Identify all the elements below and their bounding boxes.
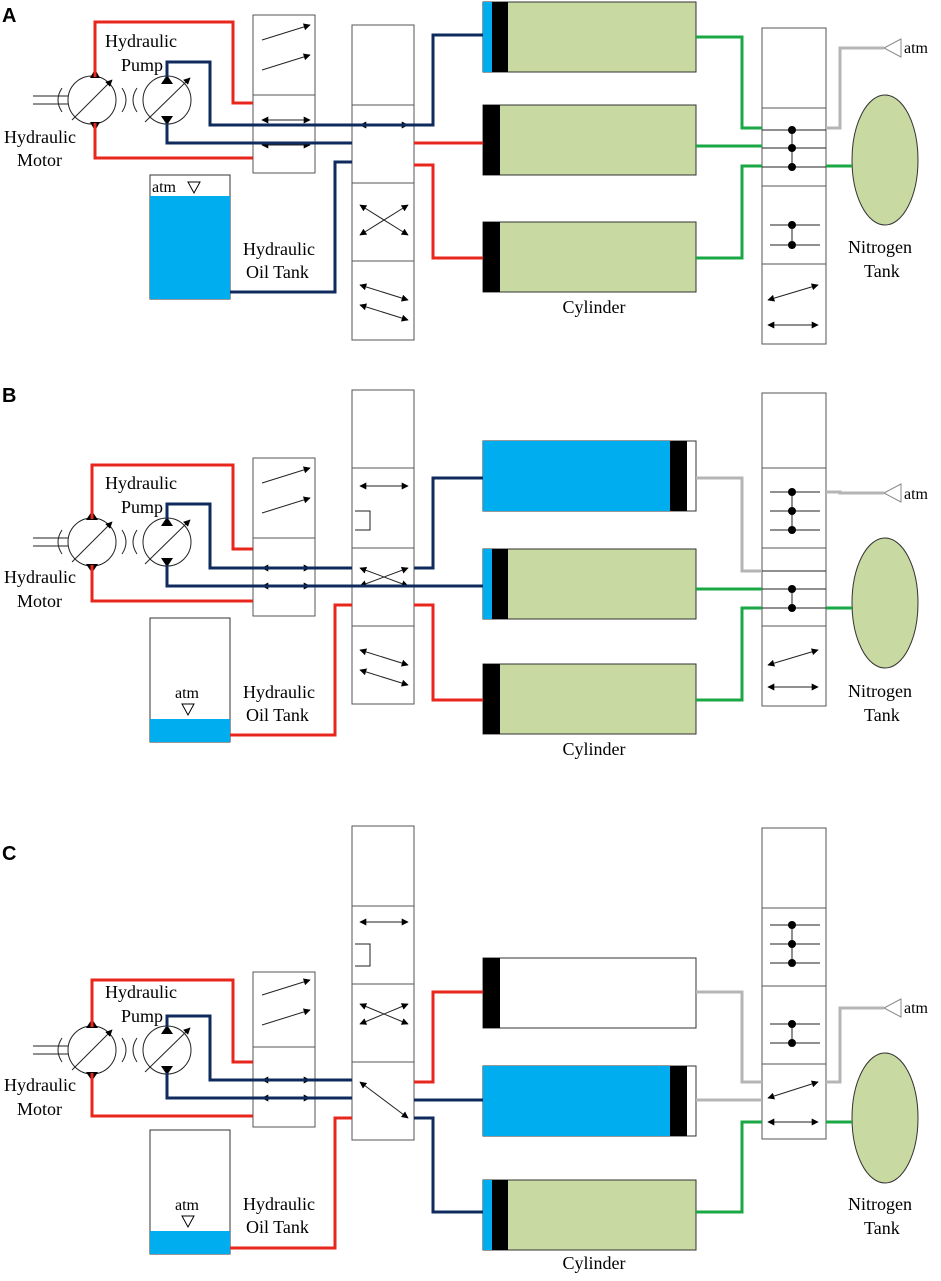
svg-text:Nitrogen: Nitrogen <box>848 237 912 257</box>
cylinder-1 <box>482 957 697 1029</box>
hydraulic-motor-icon <box>33 69 127 131</box>
panel-c: C <box>2 825 929 1273</box>
hydraulic-pump-icon <box>132 517 192 567</box>
cylinder-selector-valve <box>351 24 415 341</box>
nitrogen-valve <box>761 827 827 1140</box>
svg-text:Hydraulic: Hydraulic <box>4 127 76 147</box>
cylinder-3 <box>482 663 697 735</box>
svg-text:atm: atm <box>175 685 200 702</box>
cylinder-3 <box>482 221 697 293</box>
svg-text:Tank: Tank <box>864 261 900 281</box>
cylinder-2 <box>482 104 697 176</box>
cylinder-selector-valve <box>351 825 415 1141</box>
svg-text:atm: atm <box>904 40 929 57</box>
svg-text:Motor: Motor <box>17 591 62 611</box>
svg-text:Oil Tank: Oil Tank <box>246 1217 309 1237</box>
svg-text:Tank: Tank <box>864 1218 900 1238</box>
pump-directional-valve <box>252 14 316 174</box>
panel-b-label: B <box>2 385 16 407</box>
svg-text:Pump: Pump <box>121 497 163 517</box>
hydraulic-oil-tank: atm <box>149 174 231 300</box>
atm-vent-icon <box>882 998 902 1018</box>
panel-a: A <box>2 1 929 345</box>
pump-directional-valve <box>252 971 316 1128</box>
svg-text:Hydraulic: Hydraulic <box>243 682 315 702</box>
svg-text:Oil Tank: Oil Tank <box>246 262 309 282</box>
svg-text:Hydraulic: Hydraulic <box>105 982 177 1002</box>
hydraulic-pump-icon <box>132 1025 192 1075</box>
svg-text:atm: atm <box>904 1000 929 1017</box>
cylinder-selector-valve <box>351 389 415 705</box>
nitrogen-tank <box>851 1052 919 1184</box>
svg-text:Motor: Motor <box>17 150 62 170</box>
svg-text:Nitrogen: Nitrogen <box>848 681 912 701</box>
nitrogen-tank <box>851 537 919 669</box>
cylinder-3 <box>482 1179 697 1251</box>
cylinder-1 <box>482 440 697 512</box>
svg-text:Pump: Pump <box>121 55 163 75</box>
svg-text:Tank: Tank <box>864 705 900 725</box>
cylinder-2 <box>482 548 697 620</box>
hydraulic-oil-tank: atm <box>149 1129 231 1255</box>
svg-text:atm: atm <box>175 1197 200 1214</box>
nitrogen-tank <box>851 94 919 226</box>
pump-directional-valve <box>252 457 316 617</box>
svg-text:Motor: Motor <box>17 1099 62 1119</box>
nitrogen-valve <box>761 392 827 707</box>
hydraulic-pump-icon <box>132 75 192 125</box>
cylinder-2 <box>482 1065 697 1137</box>
nitrogen-valve <box>761 27 827 345</box>
svg-text:Pump: Pump <box>121 1006 163 1026</box>
atm-vent-icon <box>882 483 902 503</box>
svg-text:Hydraulic: Hydraulic <box>4 1075 76 1095</box>
svg-text:Nitrogen: Nitrogen <box>848 1194 912 1214</box>
hydraulic-motor-icon <box>33 511 127 573</box>
cylinder-label: Cylinder <box>563 1253 626 1273</box>
atm-vent-icon <box>882 38 902 58</box>
hydraulic-motor-icon <box>33 1019 127 1081</box>
cylinder-1 <box>482 1 697 73</box>
svg-text:Hydraulic: Hydraulic <box>243 1194 315 1214</box>
svg-text:Hydraulic: Hydraulic <box>105 31 177 51</box>
cylinder-label: Cylinder <box>563 739 626 759</box>
svg-text:atm: atm <box>904 486 929 503</box>
panel-a-label: A <box>2 5 16 27</box>
cylinder-label: Cylinder <box>563 297 626 317</box>
hydraulic-oil-tank: atm <box>149 617 231 743</box>
svg-text:Hydraulic: Hydraulic <box>105 473 177 493</box>
panel-c-label: C <box>2 843 16 865</box>
svg-text:Hydraulic: Hydraulic <box>243 239 315 259</box>
svg-text:Oil Tank: Oil Tank <box>246 705 309 725</box>
svg-text:atm: atm <box>152 179 177 196</box>
panel-b: B <box>2 385 929 759</box>
svg-text:Hydraulic: Hydraulic <box>4 567 76 587</box>
